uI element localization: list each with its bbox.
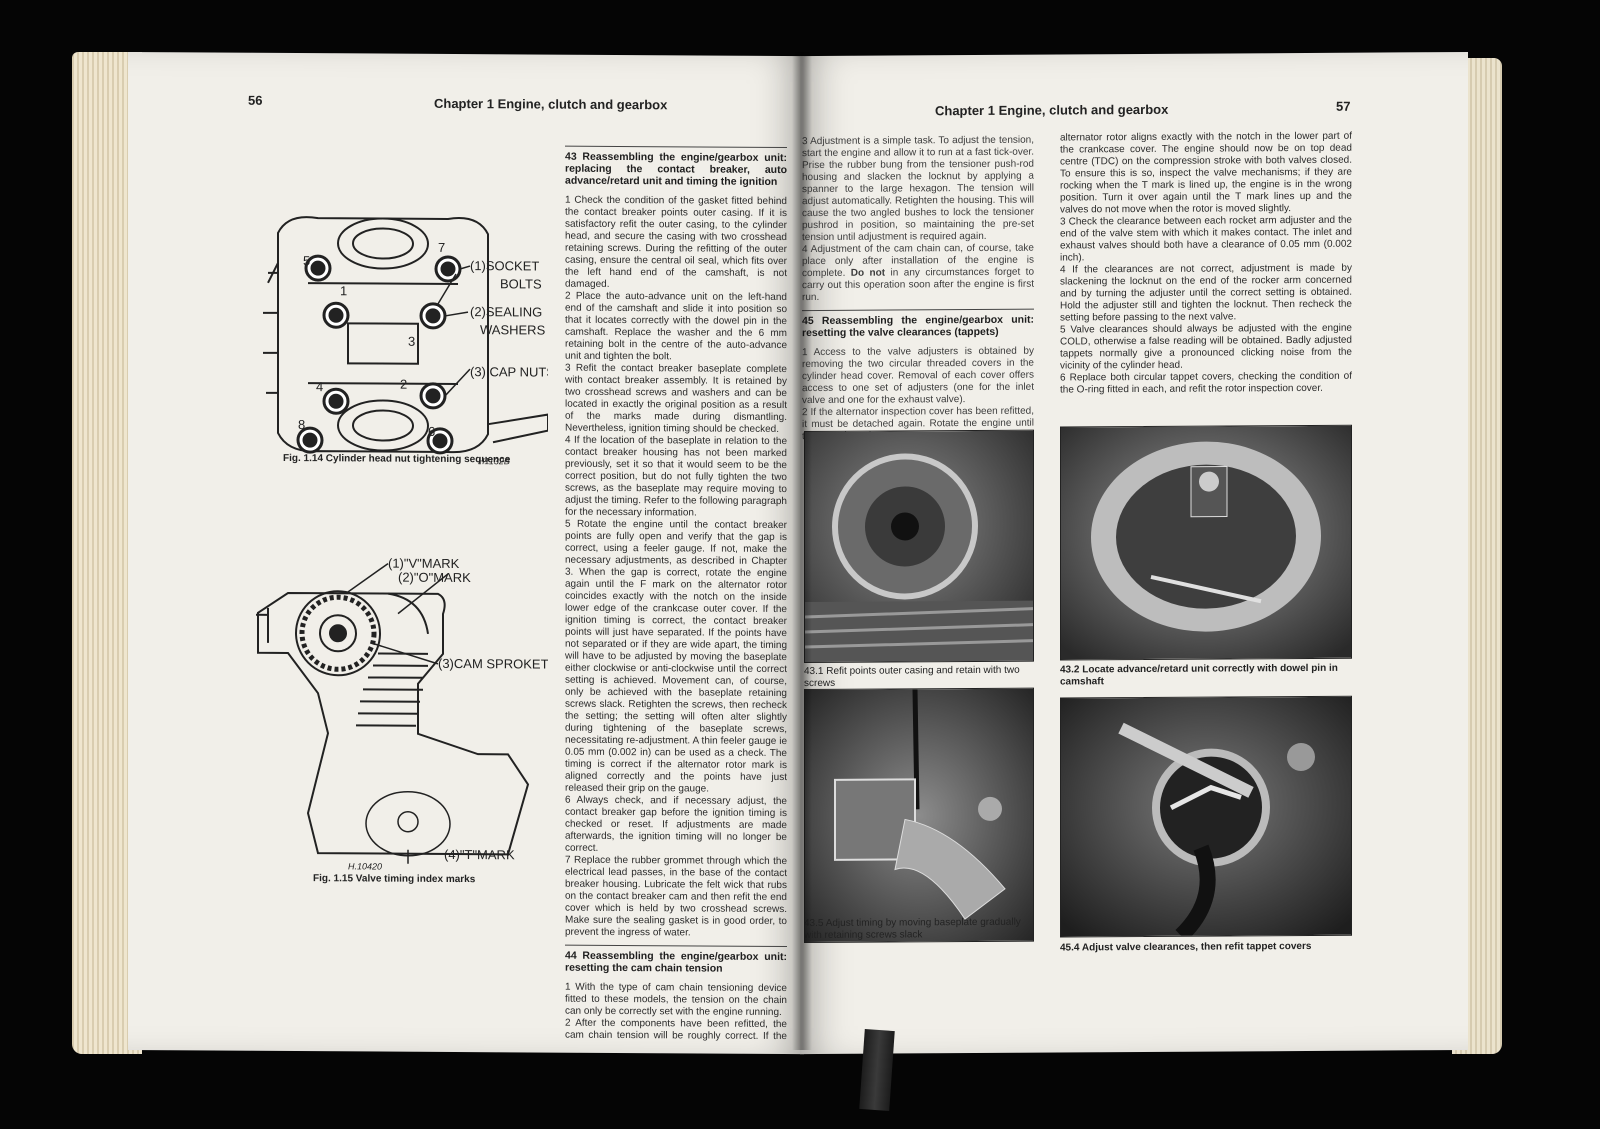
order-number: 2: [400, 377, 407, 392]
figure-ref: H.10420: [348, 861, 382, 871]
left-page: 56 Chapter 1 Engine, clutch and gearbox: [128, 52, 804, 1055]
photo-caption: 43.1 Refit points outer casing and retai…: [804, 664, 1020, 690]
photo-43-1: [804, 429, 1034, 664]
order-number: 3: [408, 334, 415, 349]
paragraph: 2 Place the auto-advance unit on the lef…: [565, 290, 787, 363]
emphasis: Do not: [850, 267, 886, 279]
right-page: Chapter 1 Engine, clutch and gearbox 57 …: [800, 52, 1468, 1055]
section-heading: 45 Reassembling the engine/gearbox unit:…: [802, 308, 1034, 340]
paragraph: 3 Refit the contact breaker baseplate co…: [565, 362, 787, 435]
paragraph: 5 Valve clearances should always be adju…: [1060, 322, 1352, 372]
paragraph: 2 After the components have been refitte…: [565, 1017, 787, 1042]
order-number: 7: [438, 240, 445, 255]
paragraph: 3 Adjustment is a simple task. To adjust…: [802, 134, 1034, 244]
paragraph: 6 Always check, and if necessary adjust,…: [565, 794, 787, 854]
section-heading: 43 Reassembling the engine/gearbox unit:…: [565, 145, 787, 189]
paragraph: 7 Replace the rubber grommet through whi…: [565, 854, 787, 939]
order-number: 1: [340, 283, 347, 298]
paragraph: 3 Check the clearance between each rocke…: [1060, 214, 1352, 264]
valve-timing-diagram: [248, 553, 548, 875]
running-head-right: Chapter 1 Engine, clutch and gearbox: [935, 101, 1169, 119]
text-column-right-2: alternator rotor aligns exactly with the…: [1060, 131, 1352, 443]
callout-label: (1)SOCKET: [470, 258, 539, 273]
cylinder-head-diagram: [248, 173, 548, 495]
photo-43-2: [1060, 424, 1352, 661]
figure-caption: Fig. 1.15 Valve timing index marks: [313, 873, 476, 886]
callout-label: (4)"T"MARK: [444, 847, 515, 862]
photo-caption: 43.2 Locate advance/retard unit correctl…: [1060, 662, 1338, 688]
callout-label: BOLTS: [500, 276, 542, 291]
paragraph: 5 Rotate the engine until the contact br…: [565, 518, 787, 795]
text-column-right-1: 3 Adjustment is a simple task. To adjust…: [802, 135, 1034, 471]
photo-caption: 43.5 Adjust timing by moving baseplate g…: [804, 916, 1021, 942]
order-number: 6: [428, 424, 435, 439]
paragraph: 1 Check the condition of the gasket fitt…: [565, 194, 787, 290]
callout-label: WASHERS: [480, 322, 546, 337]
text-column-left: 43 Reassembling the engine/gearbox unit:…: [565, 140, 787, 1041]
paragraph: 1 With the type of cam chain tensioning …: [565, 981, 787, 1018]
callout-label: (3)CAM SPROKET: [438, 656, 548, 672]
paragraph: 4 If the clearances are not correct, adj…: [1060, 262, 1352, 324]
figure-caption: Fig. 1.14 Cylinder head nut tightening s…: [283, 452, 511, 466]
callout-label: (2)SEALING: [470, 304, 542, 319]
book-gutter: [792, 52, 812, 1050]
callout-label: (3) CAP NUTS: [470, 364, 548, 380]
photo-caption: 45.4 Adjust valve clearances, then refit…: [1060, 940, 1312, 954]
photo-43-5: [804, 687, 1034, 944]
paragraph: 1 Access to the valve adjusters is obtai…: [802, 345, 1034, 407]
figure-ref: H1132B: [478, 456, 510, 466]
section-heading: 44 Reassembling the engine/gearbox unit:…: [565, 944, 787, 976]
bookmark-ribbon: [859, 1029, 895, 1111]
callout-label: (2)"O"MARK: [398, 570, 471, 585]
order-number: 5: [303, 253, 310, 268]
order-number: 4: [316, 379, 323, 394]
page-number-right: 57: [1336, 98, 1351, 114]
paragraph: alternator rotor aligns exactly with the…: [1060, 130, 1352, 216]
running-head-left: Chapter 1 Engine, clutch and gearbox: [434, 95, 668, 113]
paragraph: 4 Adjustment of the cam chain can, of co…: [802, 243, 1034, 304]
photo-45-4: [1060, 695, 1352, 938]
order-number: 8: [298, 417, 305, 432]
callout-label: (1)"V"MARK: [388, 556, 460, 571]
page-number-left: 56: [248, 92, 263, 108]
paragraph: 4 If the location of the baseplate in re…: [565, 434, 787, 519]
paragraph: 6 Replace both circular tappet covers, c…: [1060, 370, 1352, 396]
